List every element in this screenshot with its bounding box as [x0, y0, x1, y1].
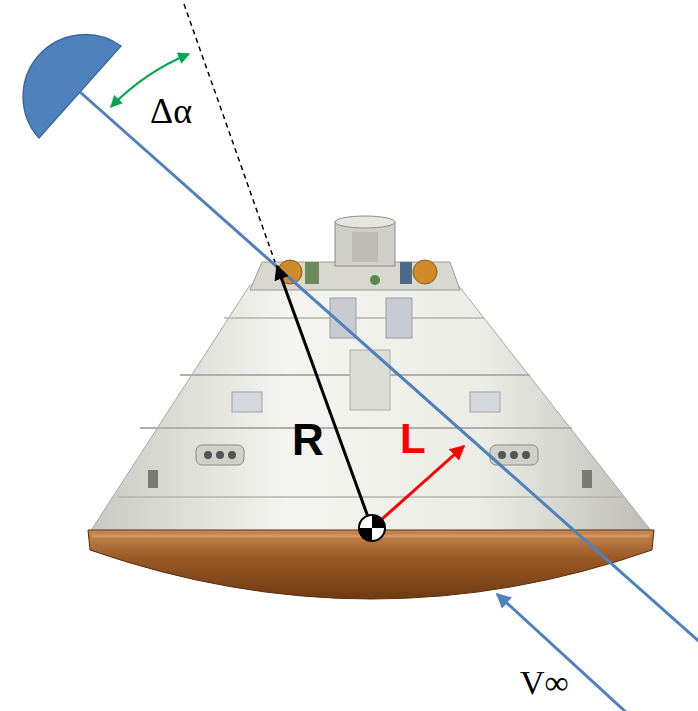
radius-vector: [277, 266, 372, 528]
velocity-label: V∞: [518, 664, 571, 701]
reference-line: [184, 4, 275, 262]
vector-label: R: [290, 416, 326, 464]
riser-line: [80, 92, 698, 660]
capsule-body: [90, 285, 652, 532]
cg-symbol: [359, 515, 385, 541]
velocity-arrow: [497, 594, 628, 711]
drogue-chute: [23, 35, 121, 138]
angle-label: Δα: [148, 92, 194, 132]
vector-label: L: [398, 416, 428, 462]
